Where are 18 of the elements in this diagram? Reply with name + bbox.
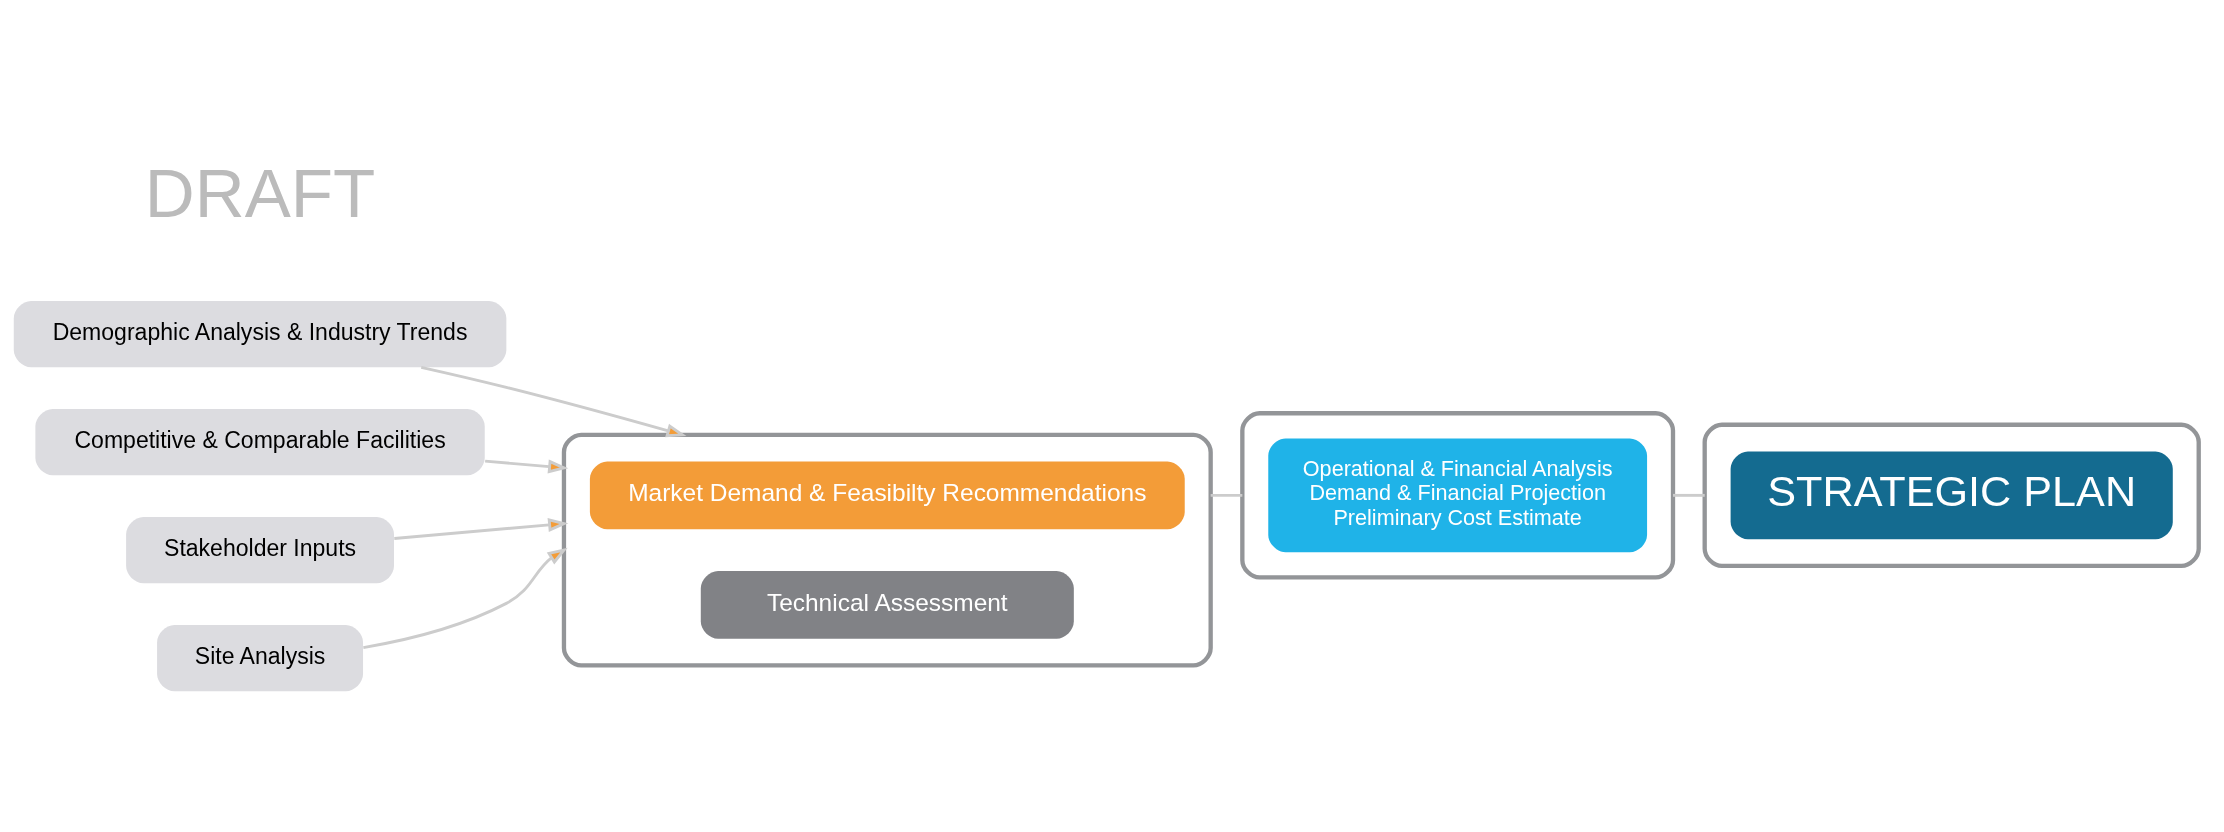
node-box: STRATEGIC PLAN — [1730, 450, 2173, 539]
node-box: Competitive & Comparable Facilities — [35, 408, 485, 475]
label: DRAFT — [144, 153, 376, 232]
node-box: Technical Assessment — [700, 570, 1074, 639]
node-box: Operational & Financial Analysis Demand & Financial Projection Preliminary Cost Estimate — [1268, 437, 1648, 552]
arrow — [420, 365, 687, 437]
cluster — [1240, 410, 1676, 580]
node-box: Market Demand & Feasibilty Recommendations — [589, 461, 1185, 529]
node-box: Demographic Analysis & Industry Trends — [13, 300, 507, 367]
arrow — [394, 517, 569, 540]
node-box: Stakeholder Inputs — [126, 516, 394, 583]
connector — [1673, 493, 1705, 497]
connector — [1210, 493, 1243, 497]
node-box: Site Analysis — [157, 624, 364, 691]
arrow — [363, 547, 568, 649]
cluster — [1702, 422, 2201, 568]
cluster — [561, 432, 1213, 667]
arrow — [485, 459, 569, 474]
